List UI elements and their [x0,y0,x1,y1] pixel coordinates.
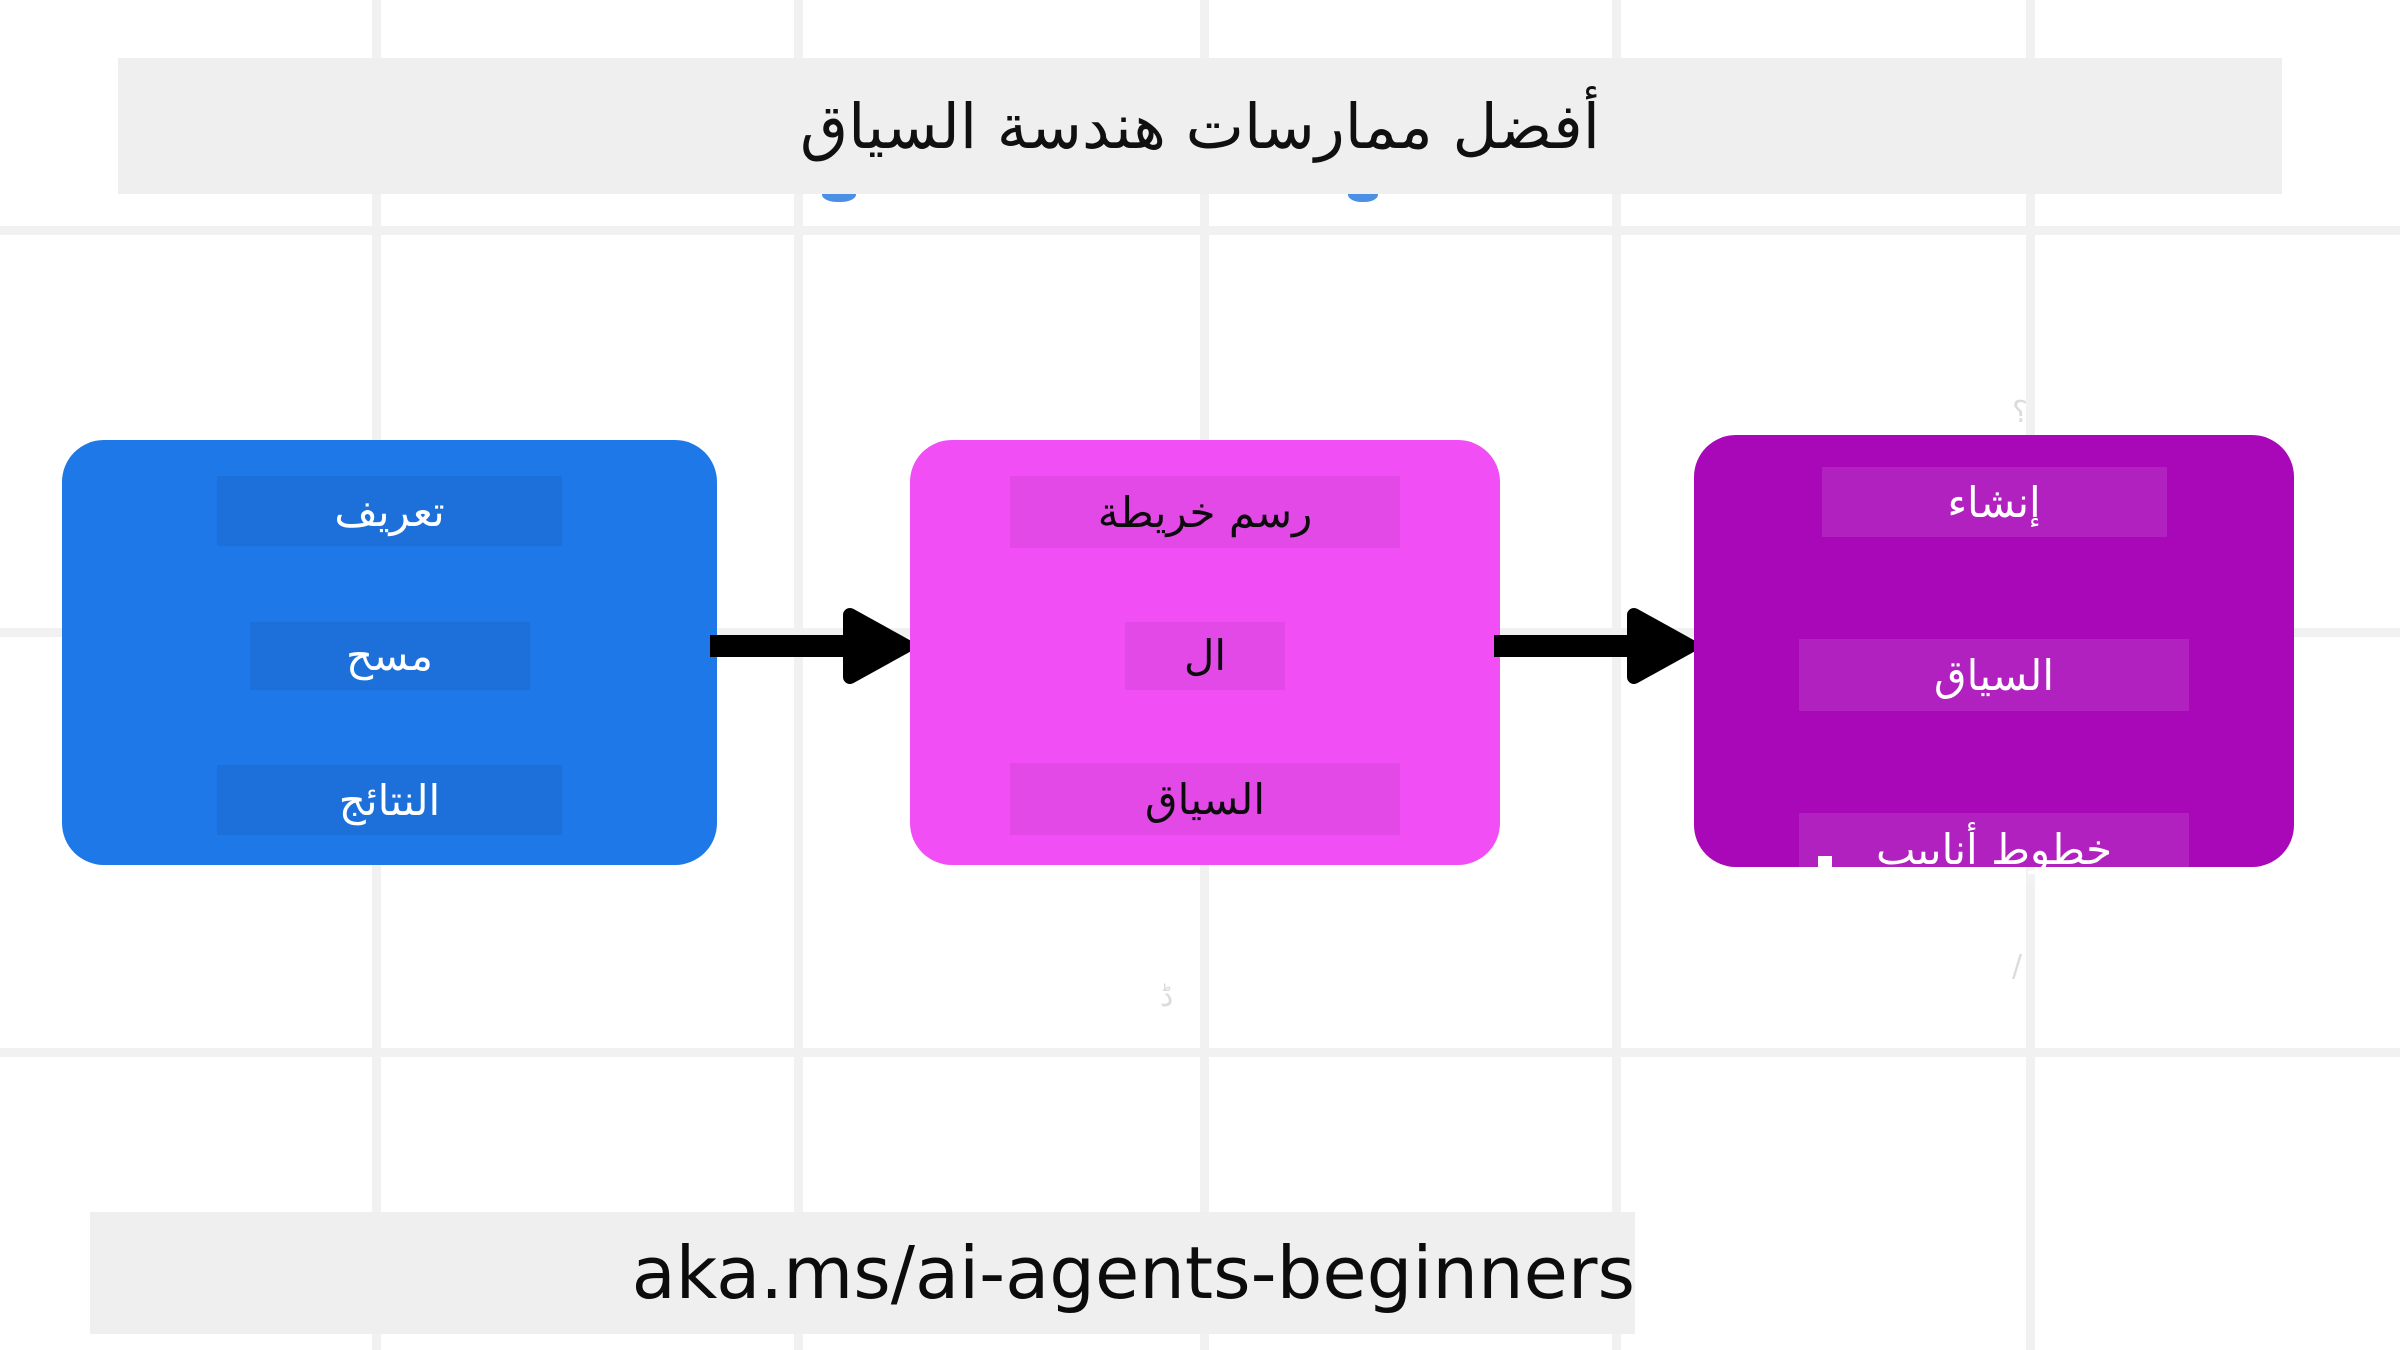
artifact-mark: ڈ [1160,979,1174,1014]
stage-create-line-3: خطوط أنابيب [1799,813,2189,885]
stage-define-line-1: تعريف [217,476,562,546]
title-banner: أفضل ممارسات هندسة السياق [118,58,2282,194]
artifact-mark: ؟ [2012,395,2028,430]
stage-map-line-1: رسم خريطة [1010,476,1400,548]
footer-banner: aka.ms/ai-agents-beginners [90,1212,1635,1334]
grid-line-horizontal [0,1048,2400,1057]
stage-map-line-2: ال [1125,621,1285,690]
stage-define-line-2: مسح [249,621,530,690]
stage-map[interactable]: رسم خريطة ال السياق [910,440,1500,865]
artifact-mark [1818,856,1832,874]
arrow-define-to-map [710,608,913,684]
page-title: أفضل ممارسات هندسة السياق [799,89,1601,163]
stage-create[interactable]: إنشاء السياق خطوط أنابيب [1694,435,2294,885]
artifact-mark: / [2012,949,2023,984]
arrow-map-to-create [1494,608,1697,684]
grid-line-horizontal [0,226,2400,235]
stage-create-line-2: السياق [1799,639,2189,711]
stage-create-line-1: إنشاء [1821,467,2167,537]
stage-define[interactable]: تعريف مسح النتائج [62,440,717,865]
stage-define-line-3: النتائج [217,765,562,835]
stage-map-line-3: السياق [1010,763,1400,835]
resource-url[interactable]: aka.ms/ai-agents-beginners [631,1231,1635,1315]
